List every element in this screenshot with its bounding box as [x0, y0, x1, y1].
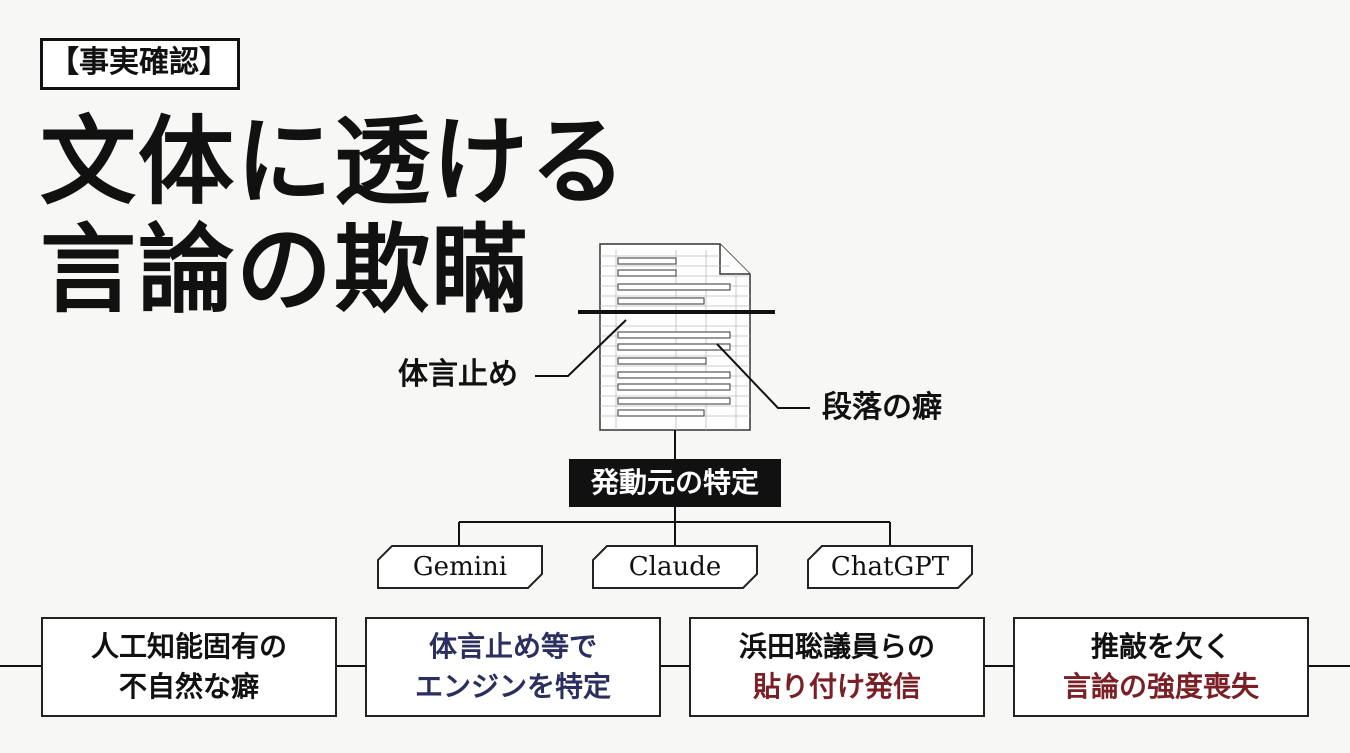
model-chatgpt: ChatGPT	[830, 552, 950, 582]
step-box-4: 推敲を欠く 言論の強度喪失	[1013, 617, 1309, 717]
headline: 文体に透ける 言論の欺瞞	[40, 108, 628, 324]
headline-line-1: 文体に透ける	[40, 106, 628, 218]
origin-identification-box: 発動元の特定	[569, 459, 781, 507]
model-claude: Claude	[628, 552, 722, 582]
step-box-3: 浜田聡議員らの 貼り付け発信	[689, 617, 985, 717]
step-box-1: 人工知能固有の 不自然な癖	[41, 617, 337, 717]
document-icon	[599, 243, 751, 431]
model-shapes	[377, 545, 973, 589]
fact-check-tag: 【事実確認】	[40, 38, 240, 90]
label-taigen-dome: 体言止め	[398, 357, 518, 392]
step-box-2: 体言止め等で エンジンを特定	[365, 617, 661, 717]
headline-line-2: 言論の欺瞞	[40, 214, 530, 326]
label-paragraph-habit: 段落の癖	[822, 390, 942, 425]
model-gemini: Gemini	[412, 552, 508, 582]
